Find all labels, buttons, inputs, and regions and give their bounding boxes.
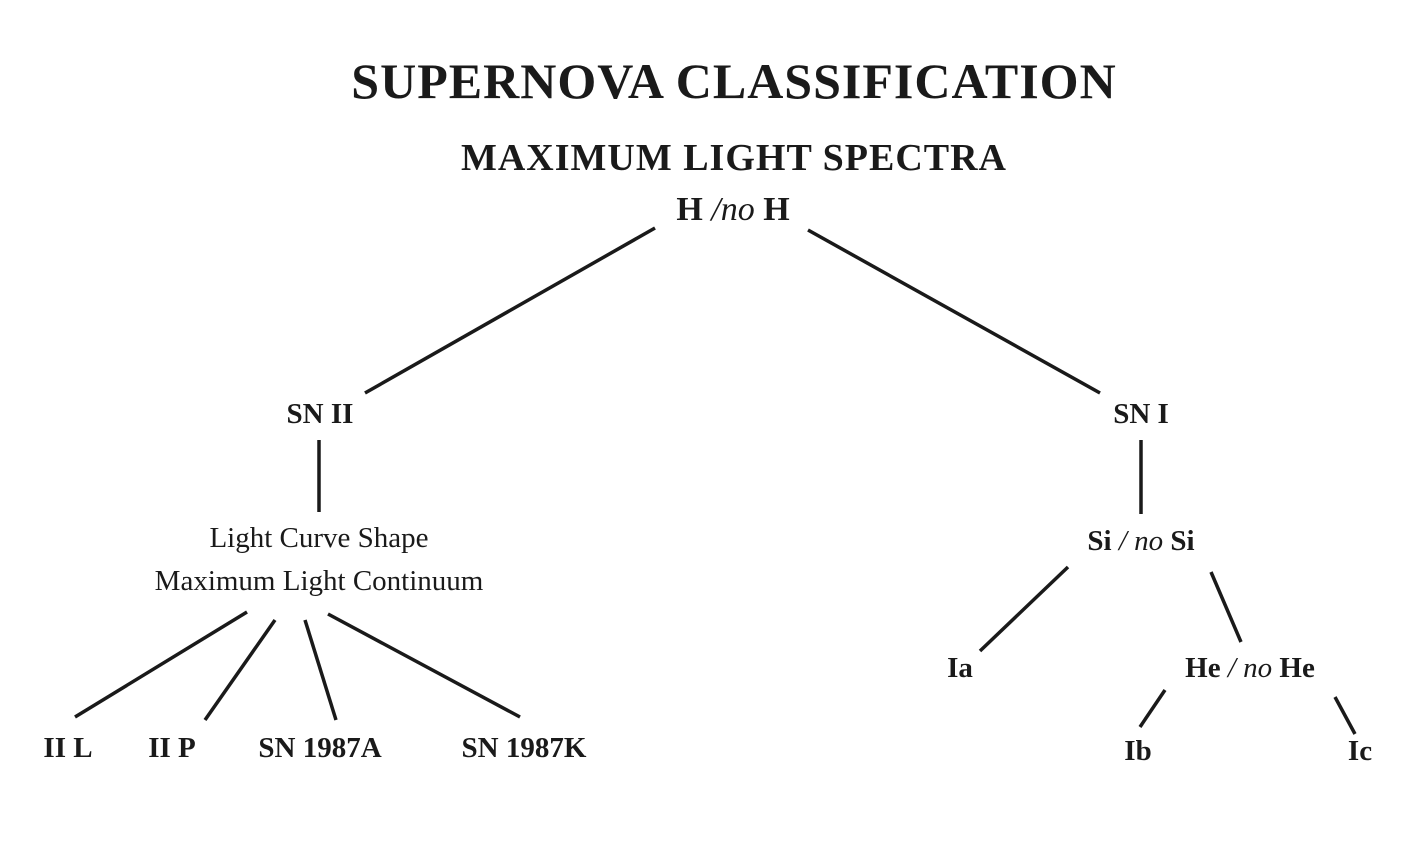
node-sn-1987k: SN 1987K bbox=[461, 732, 587, 764]
node-ii-l: II L bbox=[43, 732, 93, 764]
edge-root-sn1 bbox=[807, 228, 1101, 395]
node-sn-ii: SN II bbox=[286, 398, 354, 430]
edge-lightcurve-iil bbox=[74, 610, 248, 719]
node-he-no-he: He / no He bbox=[1185, 652, 1315, 685]
edge-root-sn2 bbox=[364, 226, 656, 395]
diagram-subtitle: MAXIMUM LIGHT SPECTRA bbox=[461, 137, 1007, 179]
node-h-no-h-right: H bbox=[754, 191, 790, 228]
node-sn-1987a: SN 1987A bbox=[258, 732, 382, 764]
node-ic: Ic bbox=[1347, 735, 1373, 767]
node-ia: Ia bbox=[947, 652, 973, 684]
node-light-curve-shape: Light Curve Shape bbox=[209, 522, 429, 554]
node-si-right: Si bbox=[1163, 525, 1195, 557]
edge-lightcurve-sn1987a bbox=[303, 619, 338, 721]
edge-he-ic bbox=[1333, 696, 1357, 735]
node-he-separator: / no bbox=[1227, 652, 1273, 684]
node-sn-i: SN I bbox=[1113, 398, 1169, 430]
node-maximum-light-continuum: Maximum Light Continuum bbox=[154, 565, 484, 597]
node-si-separator: / no bbox=[1118, 525, 1164, 557]
node-he-right: He bbox=[1272, 652, 1315, 684]
node-h-no-h: H /no H bbox=[676, 191, 789, 229]
edge-lightcurve-iip bbox=[203, 618, 277, 722]
node-ib: Ib bbox=[1124, 735, 1152, 767]
node-si-left: Si bbox=[1087, 525, 1119, 557]
diagram-title: SUPERNOVA CLASSIFICATION bbox=[351, 53, 1117, 109]
node-he-left: He bbox=[1185, 652, 1228, 684]
node-h-no-h-left: H bbox=[676, 191, 712, 228]
edge-si-ia bbox=[978, 565, 1070, 653]
edge-he-ib bbox=[1138, 689, 1167, 728]
edge-lightcurve-sn1987k bbox=[327, 612, 521, 719]
node-ii-p: II P bbox=[148, 732, 196, 764]
node-h-no-h-separator: /no bbox=[711, 191, 755, 228]
node-si-no-si: Si / no Si bbox=[1087, 525, 1194, 558]
edge-si-he bbox=[1209, 571, 1243, 643]
